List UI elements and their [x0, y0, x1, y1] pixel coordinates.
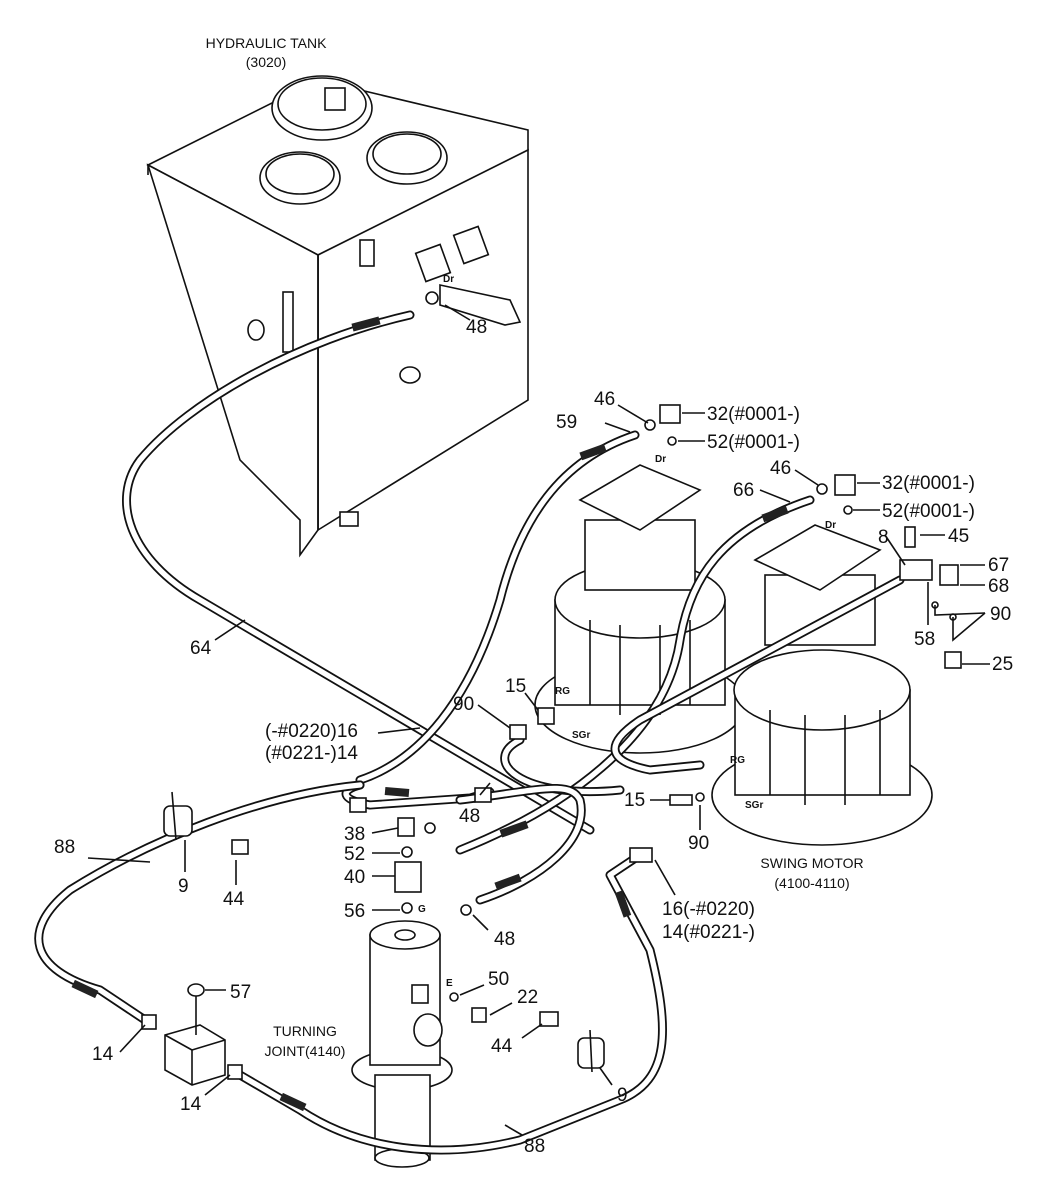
callout-67: 67	[988, 555, 1009, 576]
callout-90-right: 90	[990, 604, 1011, 625]
port-rg-right-label: RG	[730, 755, 745, 766]
callout-52-a: 52(#0001-)	[707, 432, 800, 453]
callout-16-b: 16(-#0220)	[662, 899, 755, 920]
callout-32-b: 32(#0001-)	[882, 473, 975, 494]
callout-48-tank: 48	[466, 317, 487, 338]
callout-40: 40	[344, 867, 365, 888]
callout-64: 64	[190, 638, 212, 659]
port-sgr-right-label: SGr	[745, 800, 763, 811]
callout-46-a: 46	[594, 389, 615, 410]
callout-25: 25	[992, 654, 1013, 675]
callout-59: 59	[556, 412, 577, 433]
callout-52-b: 52(#0001-)	[882, 501, 975, 522]
callout-14-left: 14	[92, 1044, 114, 1065]
callout-58: 58	[914, 629, 935, 650]
turning-joint: G E	[351, 904, 453, 1168]
callout-56: 56	[344, 901, 365, 922]
turning-joint-title: TURNING	[273, 1023, 337, 1039]
port-e-joint-label: E	[446, 978, 453, 989]
callout-48-low: 48	[494, 929, 515, 950]
hose-sleeves	[71, 316, 789, 1112]
callout-90-mid: 90	[688, 833, 709, 854]
hose-88-right	[235, 850, 667, 1155]
clamp-9-left	[163, 791, 193, 841]
callout-9-right: 9	[617, 1085, 628, 1106]
callout-45: 45	[948, 526, 969, 547]
callout-50: 50	[488, 969, 509, 990]
hose-drain-rh	[610, 575, 905, 775]
hose-59	[355, 430, 640, 785]
leader-lines	[87, 304, 990, 1136]
callout-8: 8	[878, 527, 889, 548]
callout-88-bottom: 88	[524, 1136, 545, 1157]
hose-66	[455, 495, 815, 855]
clamp-9-right	[577, 1029, 605, 1073]
fittings	[141, 291, 962, 1080]
callout-44-right: 44	[491, 1036, 513, 1057]
port-sgr-left-label: SGr	[572, 730, 590, 741]
hose-joint	[455, 783, 586, 905]
swing-motor-code: (4100-4110)	[774, 875, 849, 891]
callout-14-bottom: 14	[180, 1094, 202, 1115]
turning-joint-code: JOINT(4140)	[265, 1043, 346, 1059]
callout-48-mid: 48	[459, 806, 480, 827]
callout-38: 38	[344, 824, 365, 845]
callout-66: 66	[733, 480, 754, 501]
callout-14-b: 14(#0221-)	[662, 922, 755, 943]
callout-32-a: 32(#0001-)	[707, 404, 800, 425]
hose-88-left	[34, 780, 365, 1025]
swing-motor-left: Dr RG SGr	[534, 454, 746, 754]
hose-16-lower	[500, 735, 625, 796]
callout-16-a: (-#0220)16	[265, 721, 358, 742]
callout-57: 57	[230, 982, 251, 1003]
callout-14-a: (#0221-)14	[265, 743, 358, 764]
callout-15-top: 15	[505, 676, 526, 697]
port-g-joint-label: G	[418, 904, 426, 915]
callout-88-left: 88	[54, 837, 75, 858]
callout-15-mid: 15	[624, 790, 645, 811]
hose-64-drain	[122, 310, 595, 835]
callout-44-left: 44	[223, 889, 245, 910]
callout-9-left: 9	[178, 876, 189, 897]
hydraulic-tank: Dr	[146, 75, 529, 558]
hydraulic-tank-code: (3020)	[246, 54, 286, 70]
callout-52-c: 52	[344, 844, 365, 865]
callout-22: 22	[517, 987, 538, 1008]
swing-motor-right: Dr RG SGr	[711, 520, 933, 846]
callout-68: 68	[988, 576, 1009, 597]
junction-block	[164, 983, 226, 1086]
port-dr-motor-right-label: Dr	[825, 520, 836, 531]
port-dr-tank-label: Dr	[443, 274, 454, 285]
swing-motor-title: SWING MOTOR	[760, 855, 863, 871]
callout-46-b: 46	[770, 458, 791, 479]
callout-90-left: 90	[453, 694, 474, 715]
port-dr-motor-left-label: Dr	[655, 454, 666, 465]
port-rg-left-label: RG	[555, 686, 570, 697]
hydraulic-tank-title: HYDRAULIC TANK	[206, 35, 328, 51]
